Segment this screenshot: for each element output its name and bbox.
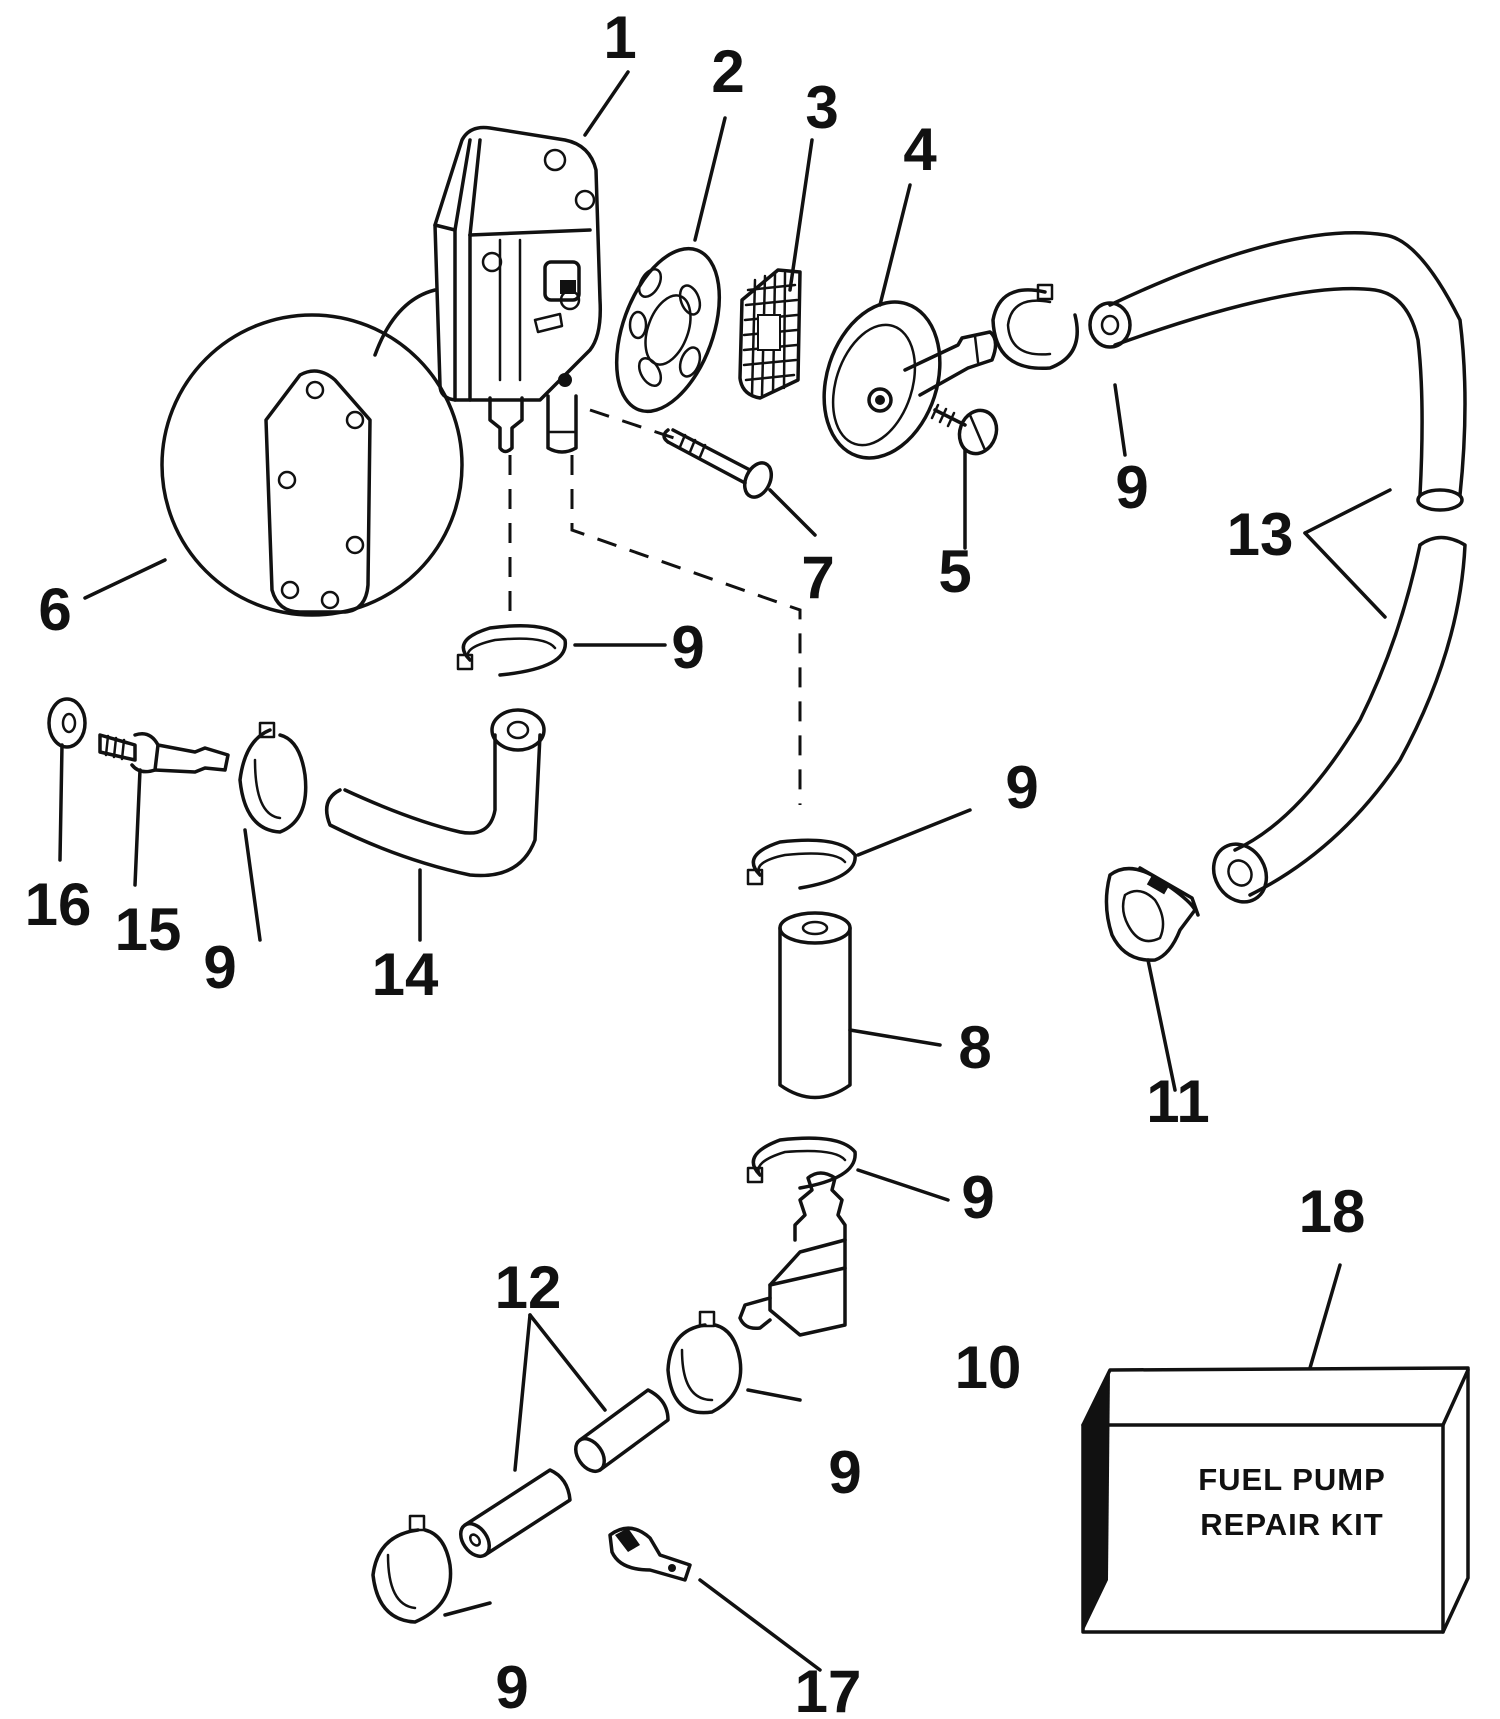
part-3-filter-screen [738,268,802,400]
callout-6: 6 [38,576,71,643]
callout-3: 3 [805,74,838,141]
callout-18: 18 [1299,1178,1366,1245]
callout-17: 17 [795,1658,862,1719]
callout-16: 16 [25,871,92,938]
callout-9-lower-middle: 9 [961,1164,994,1231]
callout-15: 15 [115,896,182,963]
part-15-hose-fitting [98,732,230,774]
callout-10: 10 [955,1334,1022,1401]
callout-8: 8 [958,1014,991,1081]
part-16-washer [47,697,87,749]
part-12-hoses [458,1388,670,1559]
callout-9-left: 9 [203,934,236,1001]
part-14-elbow-hose [324,708,546,878]
part-17-hose-clip [608,1526,692,1582]
callout-1: 1 [603,4,636,71]
callout-11: 11 [1146,1068,1209,1135]
callout-9-top-right: 9 [1115,454,1148,521]
callout-9-lower-right: 9 [828,1439,861,1506]
part-6-gasket-detail [160,288,464,617]
part-1-fuel-pump-body [433,125,603,454]
part-13-long-hose [1088,231,1467,904]
callout-5: 5 [938,538,971,605]
callout-9-upper-middle: 9 [671,614,704,681]
part-2-valve-plate [614,246,722,414]
part-11-hose-clamp [1104,866,1200,962]
callout-9-middle: 9 [1005,754,1038,821]
part-10-elbow-fitting [738,1171,847,1337]
alignment-lines [508,408,802,805]
part-9-clamps [238,283,1079,1624]
callout-4: 4 [903,116,937,183]
callout-12: 12 [495,1254,562,1321]
part-7-pump-screw [662,428,774,499]
part-18-repair-kit-box: FUEL PUMP REPAIR KIT [1081,1366,1470,1634]
part-5-cover-screw [930,403,999,456]
callout-9-bottom: 9 [495,1654,528,1719]
kit-label-line2: REPAIR KIT [1200,1507,1383,1542]
callout-numbers: 1 2 3 4 5 6 7 8 9 9 9 9 9 9 9 10 11 12 1… [25,4,1366,1719]
callout-7: 7 [801,544,834,611]
part-8-hose [778,911,852,1100]
kit-label-line1: FUEL PUMP [1198,1462,1386,1497]
callout-13: 13 [1227,501,1294,568]
part-4-filter-cover [822,300,998,460]
callout-2: 2 [711,38,744,105]
leader-lines [58,70,1392,1672]
callout-14: 14 [372,941,439,1008]
